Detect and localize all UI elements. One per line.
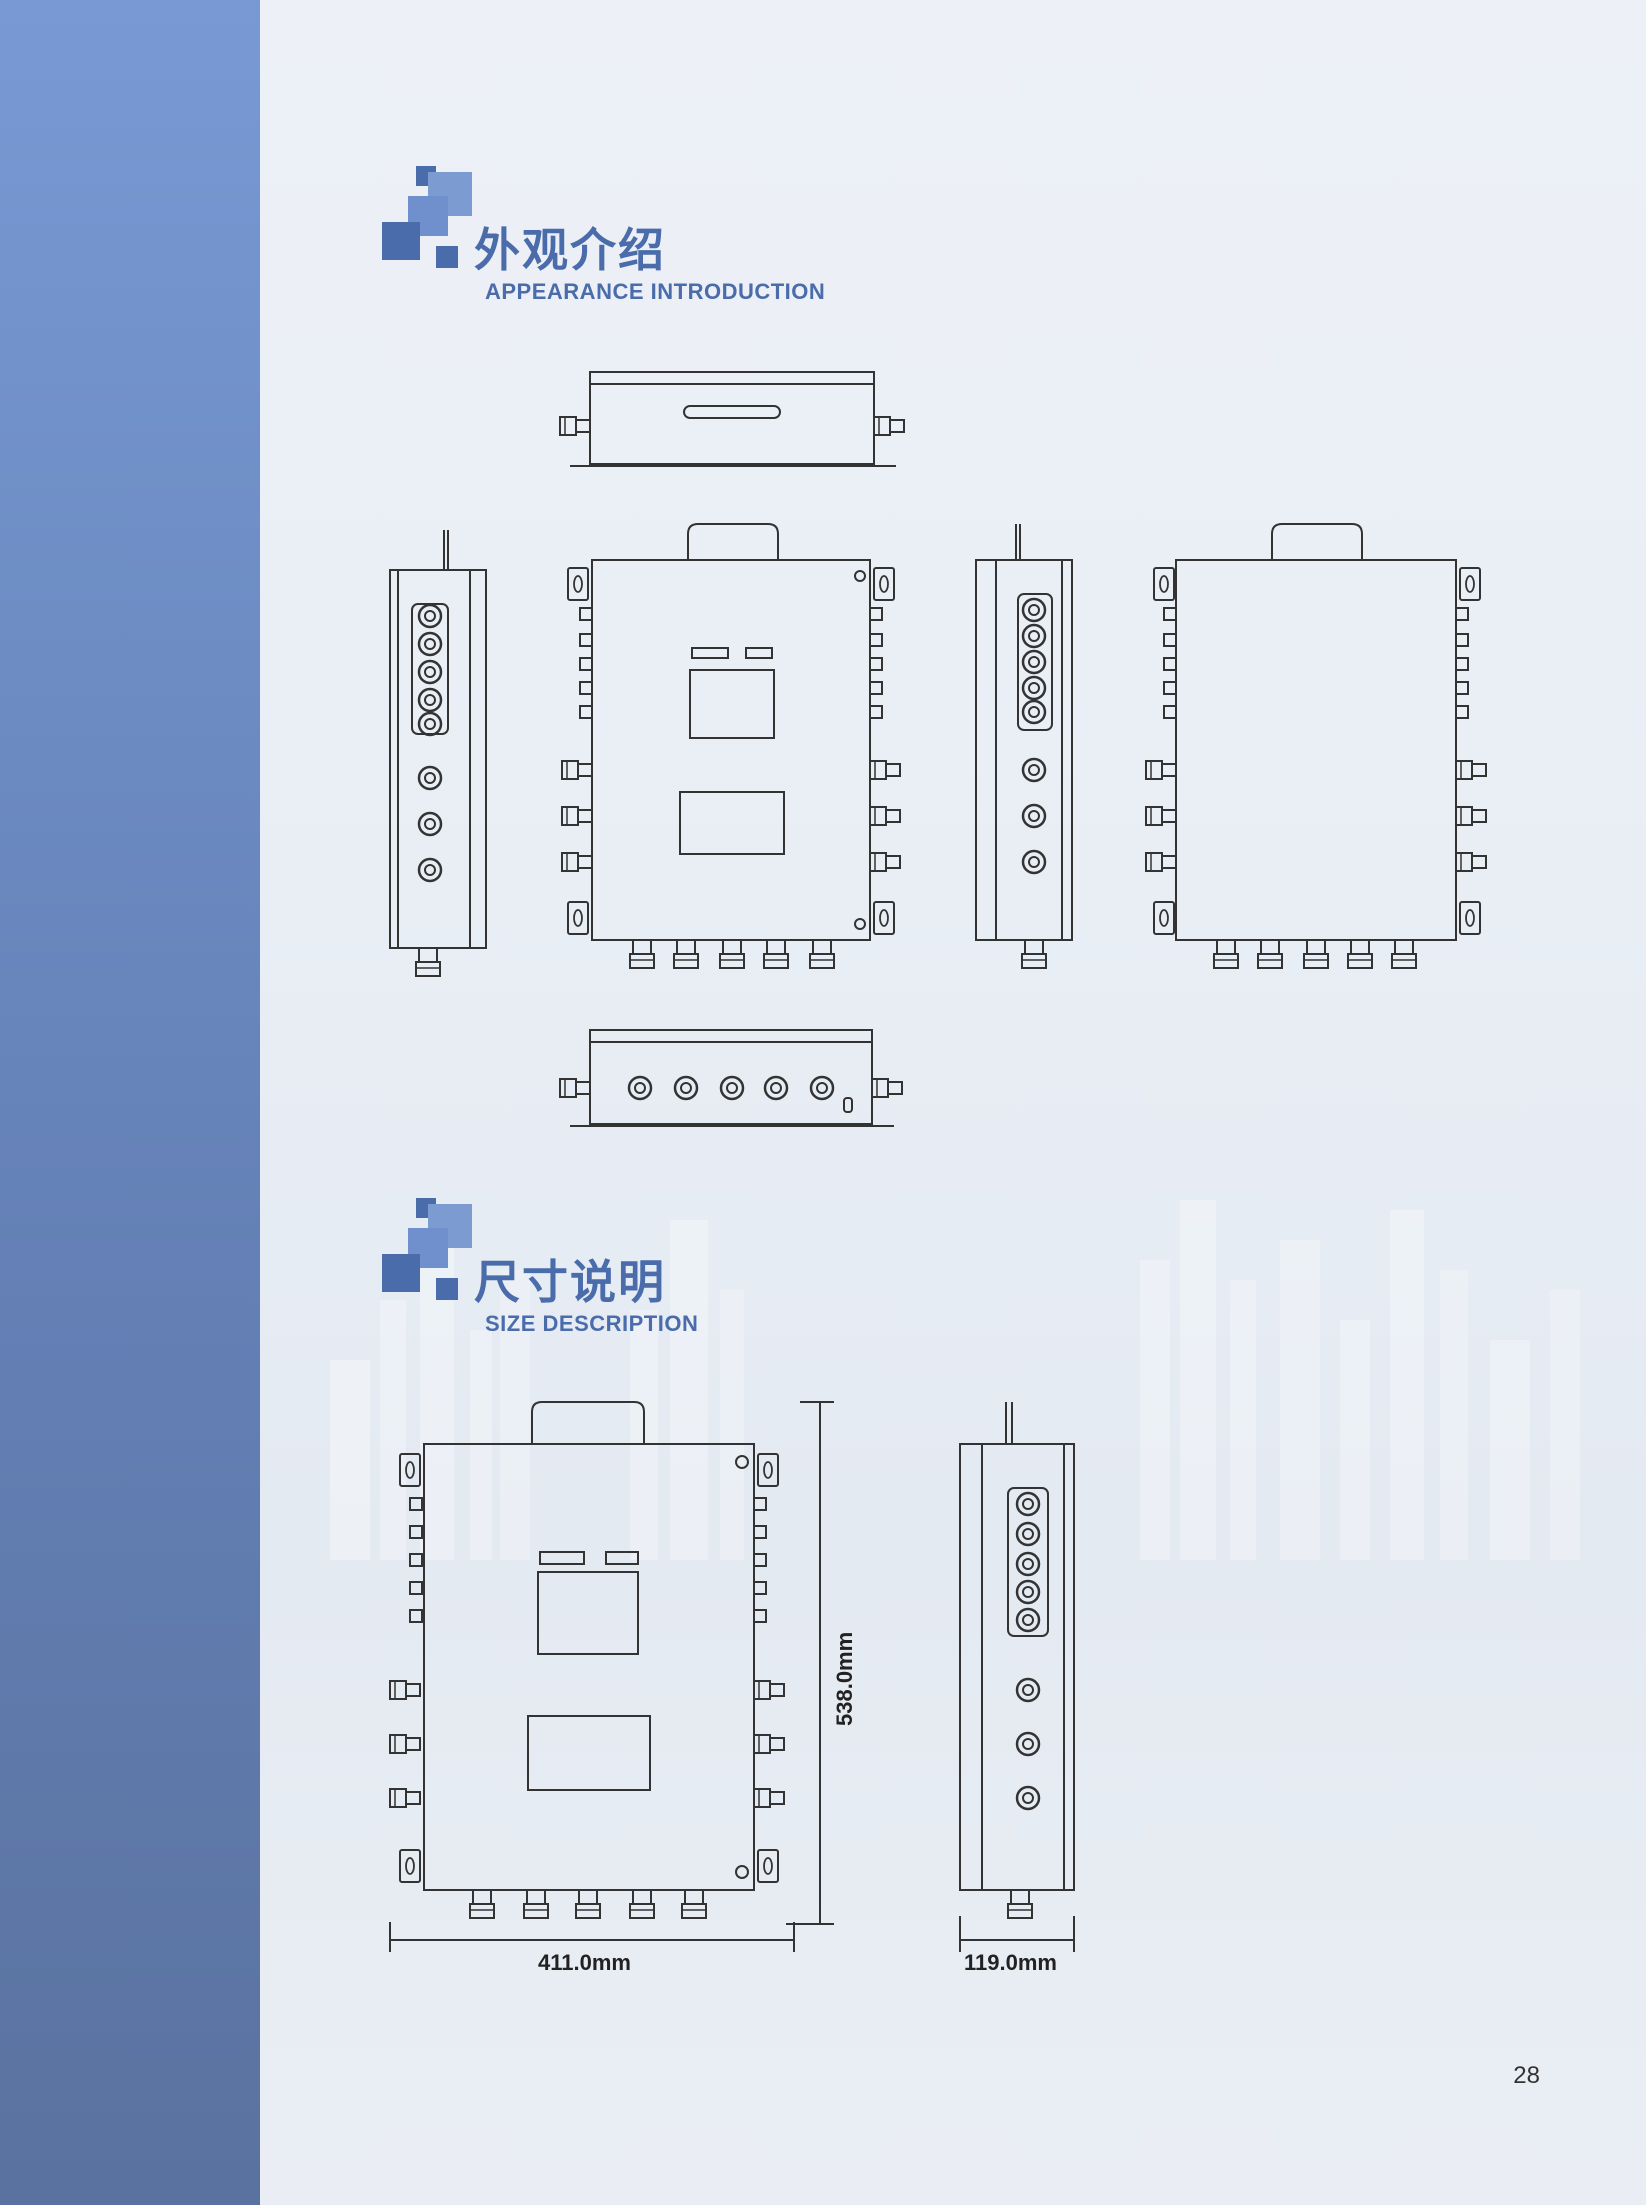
sidebar-band — [0, 0, 260, 2205]
section-title-cn: 尺寸说明 — [474, 1255, 666, 1309]
section-title-en: APPEARANCE INTRODUCTION — [485, 279, 826, 304]
left-side-view — [389, 530, 487, 977]
section-title-en: SIZE DESCRIPTION — [485, 1311, 699, 1336]
size-front-view — [389, 1401, 834, 1952]
front-view — [561, 523, 901, 969]
logo-square-bottom — [436, 246, 458, 268]
width-dimension-label: 411.0mm — [538, 1950, 631, 1975]
right-side-view — [975, 524, 1073, 969]
section-title-cn: 外观介绍 — [474, 223, 666, 277]
height-dimension-label: 538.0mm — [832, 1632, 857, 1726]
back-view — [1145, 523, 1487, 969]
logo-square-left — [382, 1254, 420, 1292]
section-header-size: 尺寸说明 SIZE DESCRIPTION — [382, 1198, 862, 1348]
logo-square-left — [382, 222, 420, 260]
page-number: 28 — [1513, 2062, 1540, 2089]
logo-square-bottom — [436, 1278, 458, 1300]
top-view — [559, 371, 905, 467]
section-header-appearance: 外观介绍 APPEARANCE INTRODUCTION — [382, 166, 862, 316]
bottom-view — [559, 1029, 903, 1127]
depth-dimension-label: 119.0mm — [964, 1950, 1057, 1975]
size-side-view — [959, 1402, 1075, 1952]
